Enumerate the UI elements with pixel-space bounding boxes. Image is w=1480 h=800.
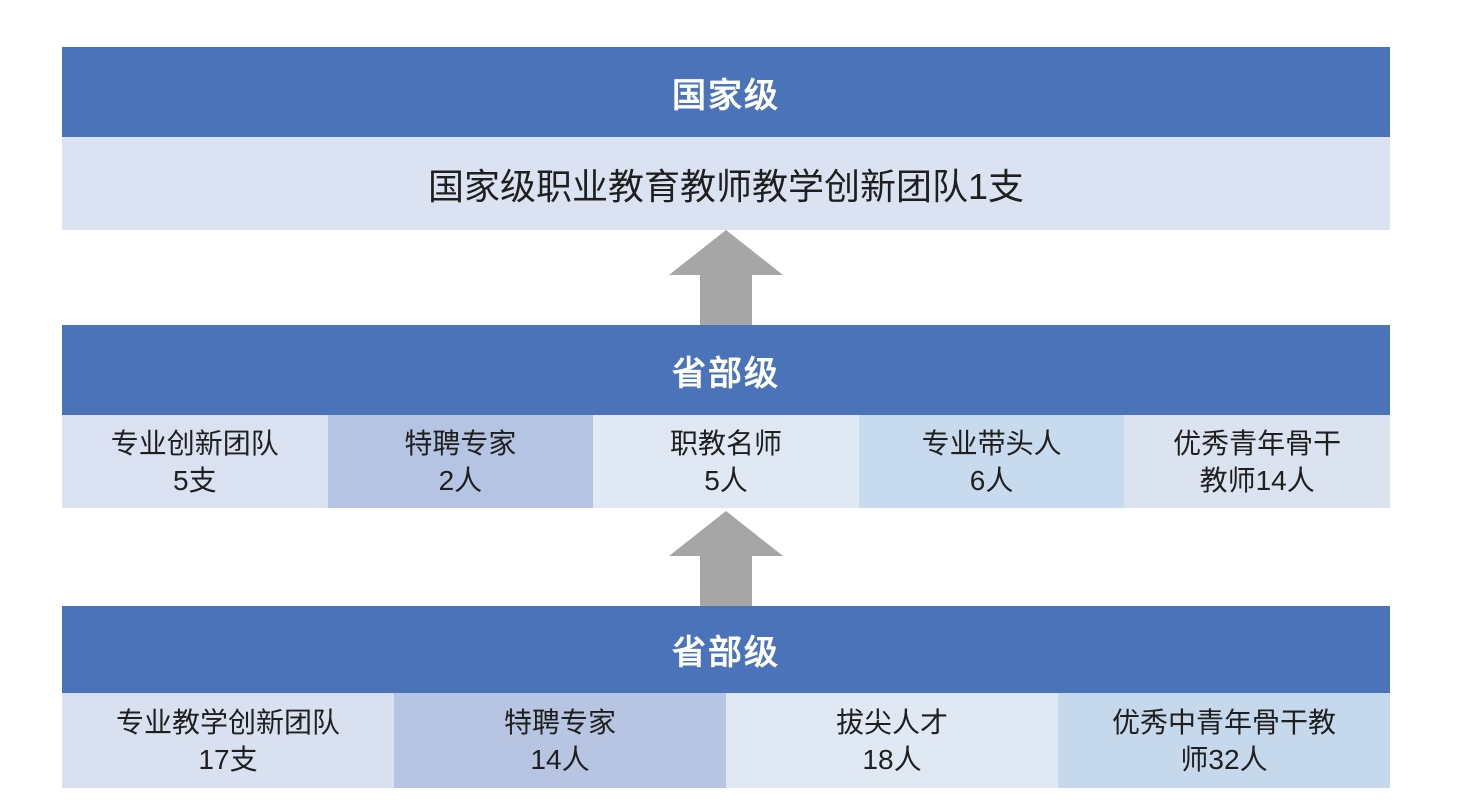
cell-label: 优秀青年骨干 [1173, 427, 1342, 459]
up-arrow-head [669, 230, 783, 275]
national-tier-row: 国家级职业教育教师教学创新团队1支 [62, 137, 1390, 230]
cell-count: 2人 [438, 464, 483, 496]
cell-distinguished-experts: 特聘专家 2人 [327, 415, 594, 508]
provincial-upper-cells-row: 专业创新团队 5支 特聘专家 2人 职教名师 5人 专业带头人 6人 优秀青年骨… [62, 415, 1390, 508]
cell-innovation-teams: 专业创新团队 5支 [62, 415, 328, 508]
cell-label: 特聘专家 [503, 706, 616, 738]
cell-count: 17支 [198, 743, 258, 775]
cell-count: 14人 [530, 743, 590, 775]
arrow-zone-lower [62, 508, 1390, 606]
up-arrow-stem [700, 556, 752, 606]
up-arrow-stem [700, 275, 752, 325]
national-team-text: 国家级职业教育教师教学创新团队1支 [427, 165, 1025, 207]
talent-hierarchy-diagram: 国家级 国家级职业教育教师教学创新团队1支 省部级 专业创新团队 5支 特聘专家… [62, 47, 1390, 788]
cell-outstanding-mid-young-backbone-teachers: 优秀中青年骨干教 师32人 [1058, 693, 1390, 788]
up-arrow-head [669, 511, 783, 556]
cell-top-talents: 拔尖人才 18人 [726, 693, 1058, 788]
cell-label: 优秀中青年骨干教 [1111, 706, 1336, 738]
national-tier-title: 国家级 [672, 76, 780, 115]
cell-label: 拔尖人才 [835, 706, 948, 738]
cell-count: 师32人 [1180, 743, 1268, 775]
provincial-upper-tier-title: 省部级 [672, 354, 780, 393]
cell-teaching-innovation-teams: 专业教学创新团队 17支 [62, 693, 394, 788]
provincial-lower-tier-header: 省部级 [62, 606, 1390, 693]
cell-outstanding-young-backbone-teachers: 优秀青年骨干 教师14人 [1124, 415, 1390, 508]
up-arrow-icon [669, 511, 783, 606]
cell-label: 专业带头人 [921, 427, 1062, 459]
provincial-lower-cells-row: 专业教学创新团队 17支 特聘专家 14人 拔尖人才 18人 优秀中青年骨干教 … [62, 693, 1390, 788]
cell-label: 专业教学创新团队 [115, 706, 340, 738]
cell-count: 18人 [862, 743, 922, 775]
provincial-lower-tier-title: 省部级 [672, 634, 780, 672]
cell-count: 5支 [173, 464, 217, 496]
cell-count: 教师14人 [1199, 464, 1315, 496]
cell-label: 特聘专家 [404, 427, 517, 459]
cell-label: 职教名师 [669, 427, 782, 459]
cell-discipline-leaders: 专业带头人 6人 [858, 415, 1125, 508]
national-tier-header: 国家级 [62, 47, 1390, 137]
cell-vocational-master-teachers: 职教名师 5人 [593, 415, 859, 508]
up-arrow-icon [669, 230, 783, 325]
cell-count: 5人 [704, 464, 748, 496]
cell-distinguished-experts: 特聘专家 14人 [394, 693, 726, 788]
arrow-zone-upper [62, 230, 1390, 325]
cell-label: 专业创新团队 [110, 427, 279, 459]
provincial-upper-tier-header: 省部级 [62, 325, 1390, 415]
cell-count: 6人 [969, 464, 1014, 496]
